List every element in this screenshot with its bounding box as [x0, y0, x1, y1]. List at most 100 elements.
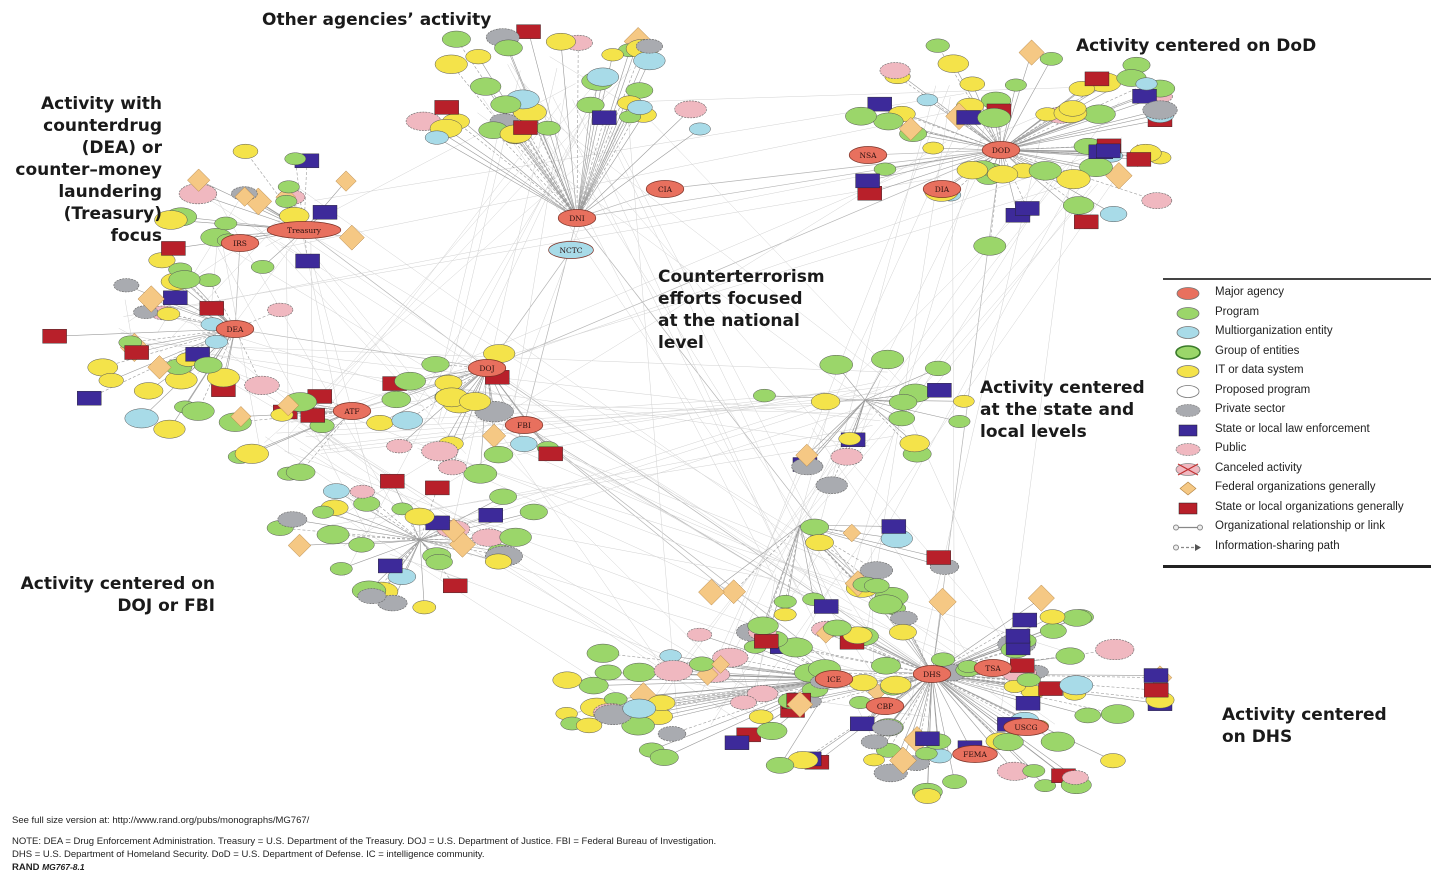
- federal-org-node: [786, 691, 814, 718]
- legend-label: Private sector: [1215, 403, 1286, 415]
- rand-label: RAND: [12, 862, 40, 873]
- it-system-node: [805, 534, 834, 552]
- relationship-link: [931, 673, 1161, 701]
- program-node: [800, 518, 829, 536]
- legend-item: Private sector: [1163, 401, 1431, 420]
- program-node: [214, 216, 238, 231]
- state-law-enforcement-node: [1015, 201, 1040, 216]
- private-sector-node: [860, 734, 889, 750]
- full-size-link[interactable]: See full size version at: http://www.ran…: [12, 815, 310, 826]
- program-node: [1040, 731, 1075, 752]
- legend-item: Organizational relationship or link: [1163, 518, 1431, 537]
- relationship-link: [901, 113, 1002, 151]
- relationship-link: [576, 149, 1002, 219]
- relationship-link: [343, 105, 590, 577]
- relationship-link: [1000, 96, 1161, 151]
- relationship-link: [576, 46, 650, 219]
- region-label-counterterrorism: Counterterrorism efforts focused at the …: [658, 267, 825, 353]
- program-node: [931, 652, 955, 667]
- program-node: [168, 270, 201, 289]
- program-node: [1039, 623, 1067, 639]
- relationship-link: [897, 76, 1002, 151]
- legend-symbol-arrow-icon: [1173, 543, 1201, 551]
- relationship-link: [254, 223, 467, 455]
- relationship-link: [576, 41, 639, 219]
- it-system-node: [154, 210, 188, 230]
- figure-id: MG767-8.1: [42, 862, 85, 872]
- relationship-link: [436, 137, 578, 219]
- relationship-link: [894, 70, 1002, 151]
- legend-item: Canceled activity: [1163, 460, 1431, 479]
- relationship-link: [303, 229, 488, 369]
- region-label-dod: Activity centered on DoD: [1076, 36, 1317, 56]
- program-node: [888, 393, 918, 411]
- it-system-node: [899, 434, 930, 453]
- program-node: [576, 96, 605, 114]
- multiorg-entity-node: [627, 100, 653, 115]
- relationship-link: [145, 343, 888, 373]
- multiorg-entity-node: [916, 93, 939, 107]
- relationship-link: [234, 242, 241, 330]
- program-node: [948, 415, 971, 428]
- program-node: [1039, 52, 1063, 66]
- legend-label: IT or data system: [1215, 364, 1304, 376]
- region-label-other-agencies: Other agencies’ activity: [262, 10, 492, 30]
- legend-label: Proposed program: [1215, 383, 1311, 396]
- relationship-link: [664, 149, 1002, 190]
- program-node: [421, 356, 450, 373]
- relationship-link: [816, 673, 933, 763]
- relationship-link: [211, 200, 294, 254]
- it-system-node: [552, 671, 582, 689]
- agency-node-tsa: [973, 659, 1013, 677]
- relationship-link: [169, 235, 268, 340]
- legend-symbol-rect-icon: [1178, 502, 1198, 514]
- relationship-link: [428, 451, 1065, 652]
- program-node: [753, 388, 776, 403]
- relationship-link: [927, 673, 933, 739]
- program-node: [1100, 704, 1135, 724]
- state-org-node: [1144, 682, 1169, 698]
- legend-item: State or local law enforcement: [1163, 421, 1431, 440]
- relationship-link: [594, 106, 832, 600]
- agency-label-atf: ATF: [343, 407, 359, 416]
- it-system-node: [937, 54, 969, 73]
- program-node: [1062, 196, 1095, 215]
- relationship-link: [902, 673, 933, 761]
- legend-label: State or local organizations generally: [1215, 500, 1404, 513]
- legend-symbol-ellipse-icon: [1176, 287, 1200, 300]
- state-law-enforcement-node: [855, 173, 880, 189]
- private-sector-node: [871, 719, 903, 737]
- relationship-link: [762, 524, 801, 626]
- it-system-node: [484, 553, 512, 570]
- agency-label-fema: FEMA: [963, 750, 987, 759]
- relationship-link: [287, 78, 601, 437]
- relationship-link: [864, 399, 960, 422]
- legend-item: Multiorganization entity: [1163, 323, 1431, 342]
- region-label-counterdrug: Activity with counterdrug (DEA) or count…: [15, 94, 162, 246]
- program-node: [535, 120, 561, 136]
- relationship-link: [1000, 114, 1161, 151]
- relationship-link: [234, 328, 263, 386]
- it-system-node: [1058, 100, 1087, 117]
- private-sector-node: [1142, 100, 1178, 120]
- program-node: [871, 657, 901, 675]
- relationship-link: [626, 95, 912, 394]
- it-system-node: [133, 382, 164, 400]
- relationship-link: [927, 99, 1002, 151]
- program-node: [463, 463, 498, 484]
- program-node: [494, 39, 523, 57]
- program-node: [773, 595, 797, 609]
- private-sector-node: [277, 511, 308, 528]
- state-org-node: [1038, 681, 1063, 696]
- federal-org-node: [277, 394, 300, 417]
- public-node: [437, 459, 467, 476]
- relationship-link: [931, 673, 1075, 695]
- relationship-link: [572, 99, 797, 588]
- relationship-link: [517, 382, 875, 456]
- private-sector-node: [113, 278, 140, 293]
- relationship-link: [510, 85, 567, 425]
- agency-label-cia: CIA: [658, 185, 673, 194]
- it-system-node: [848, 674, 878, 692]
- it-system-node: [773, 607, 797, 622]
- state-org-node: [425, 480, 450, 496]
